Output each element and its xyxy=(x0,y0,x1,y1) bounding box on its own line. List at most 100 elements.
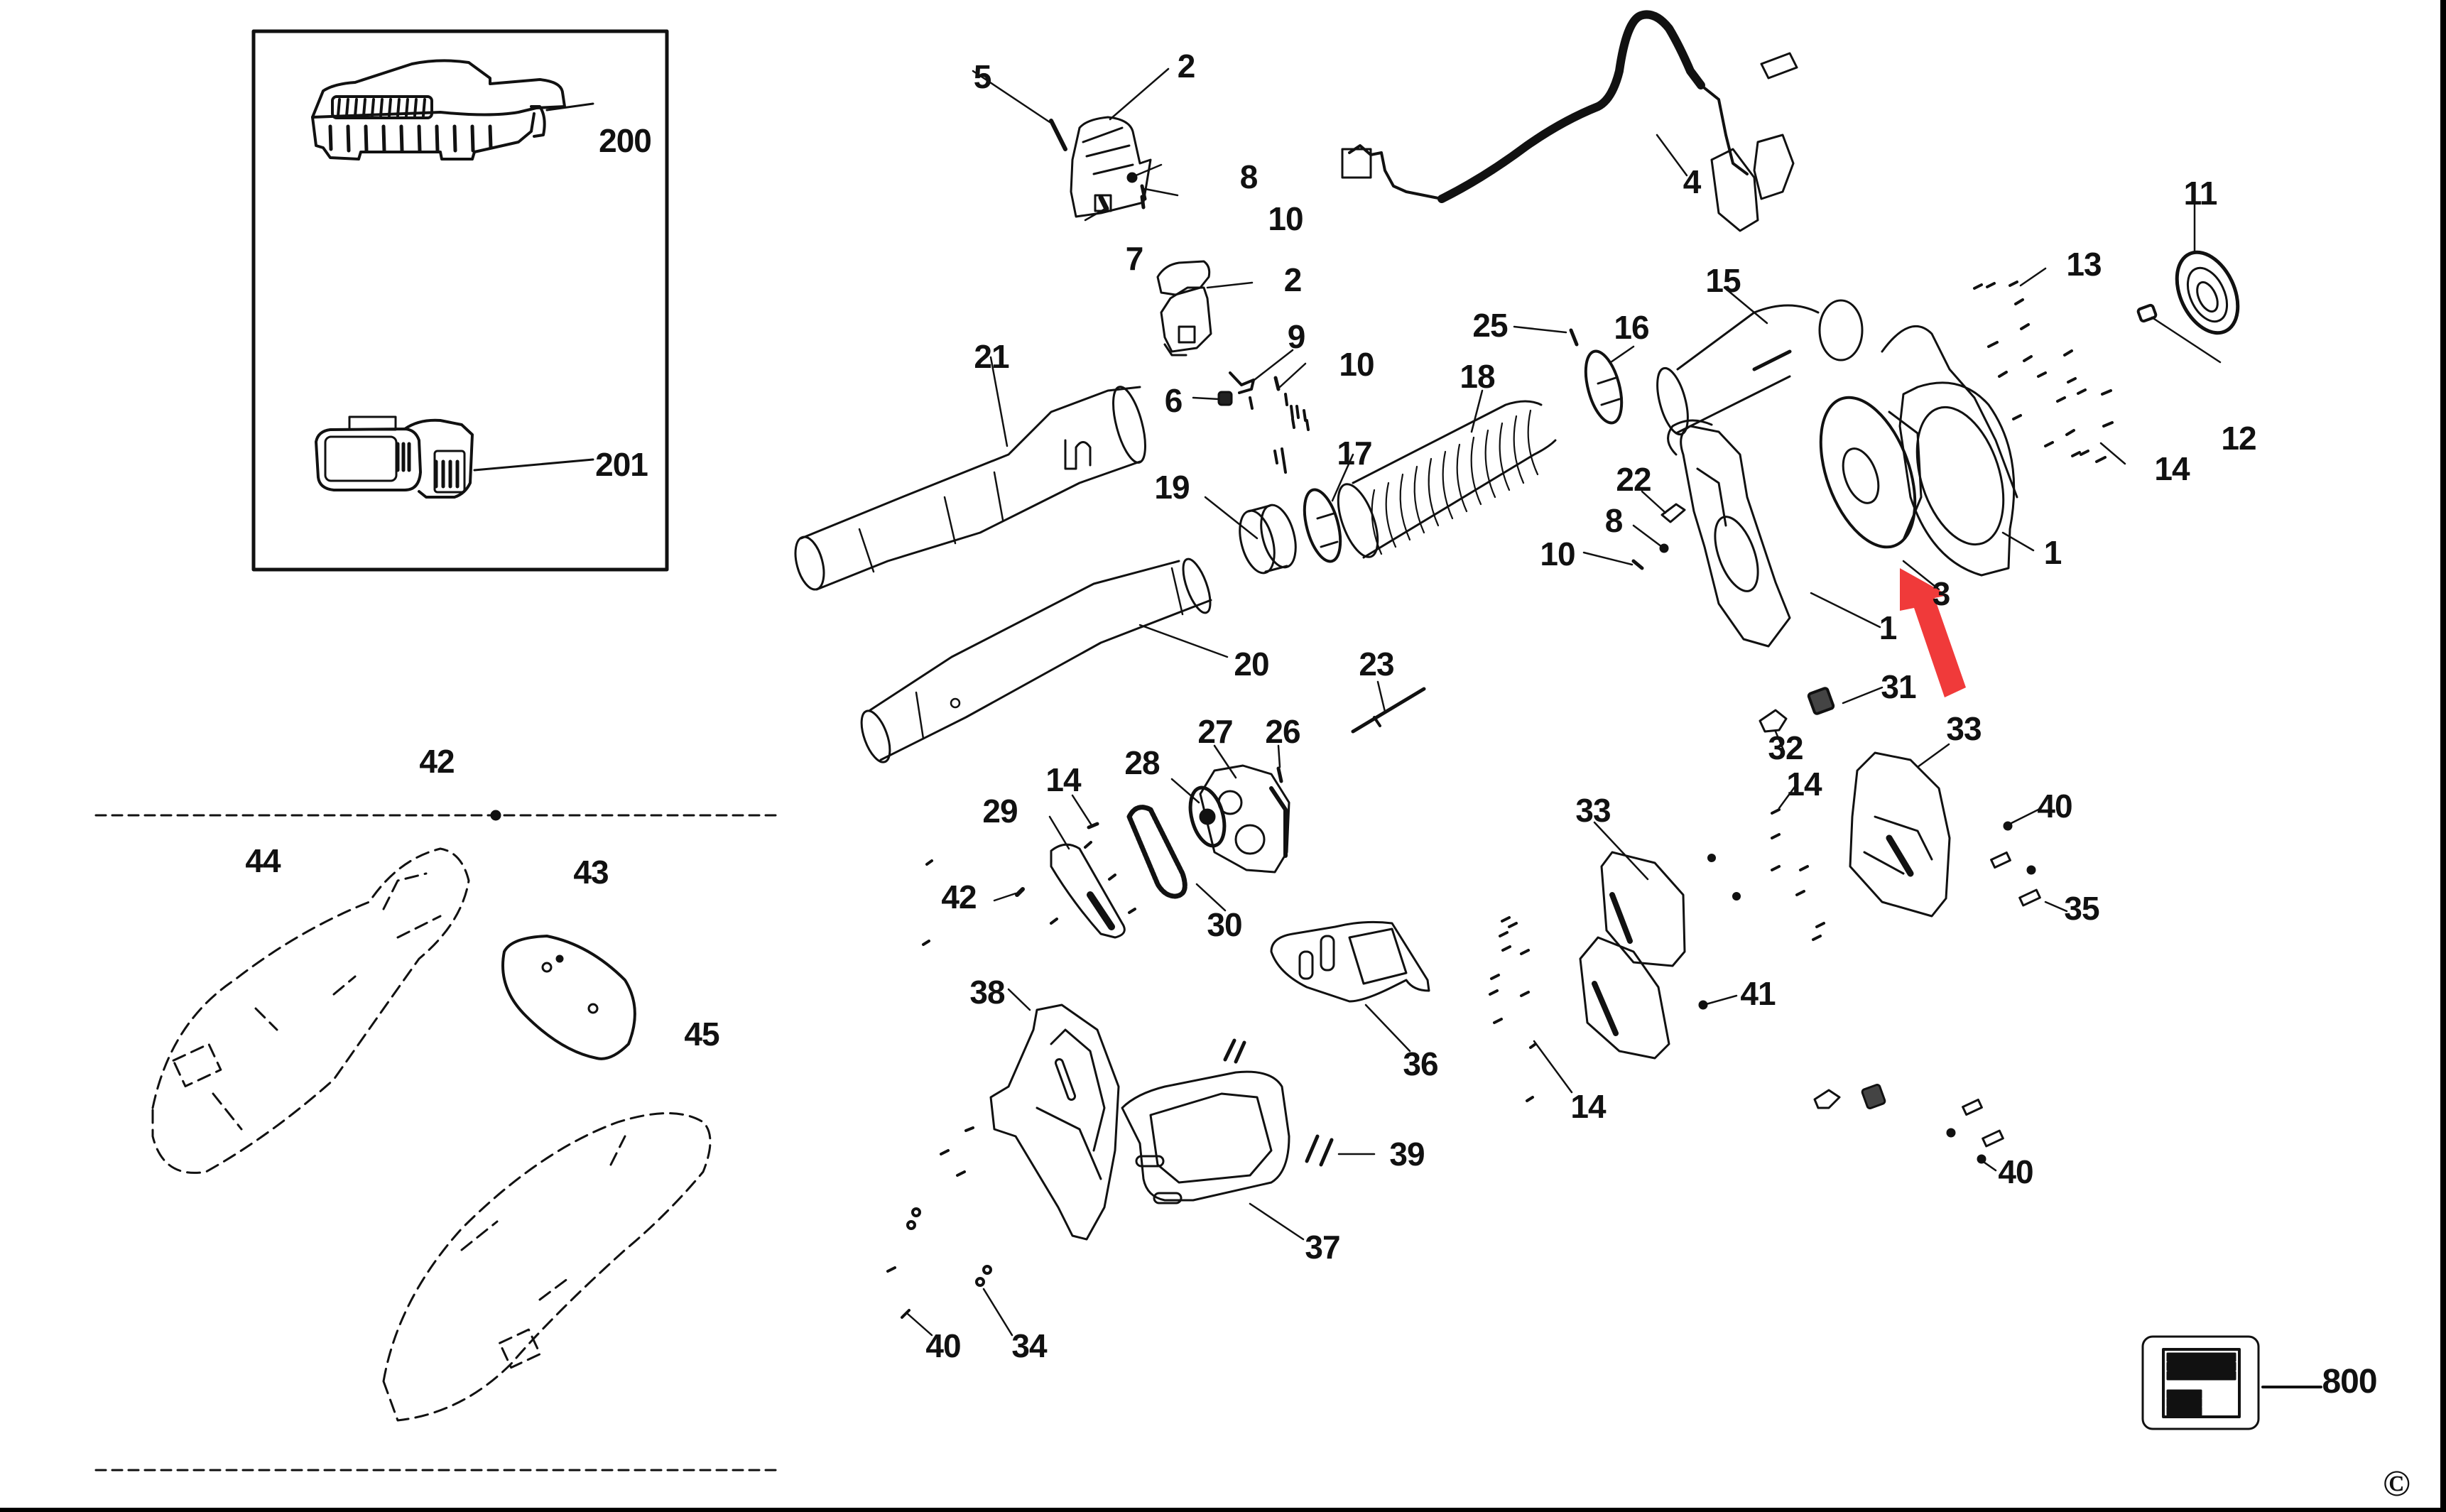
callout-14a[interactable]: 14 xyxy=(2154,450,2190,487)
module-screws xyxy=(1489,808,1825,1102)
callout-38[interactable]: 38 xyxy=(969,974,1005,1011)
leader-line-22 xyxy=(1641,490,1667,514)
shoulder-pad-43 xyxy=(501,935,636,1060)
housing-screws xyxy=(1973,281,2114,463)
leader-line-25 xyxy=(1513,325,1567,334)
part-32 xyxy=(1759,709,1788,733)
callout-32[interactable]: 32 xyxy=(1768,729,1803,766)
flex-hose-18 xyxy=(1337,400,1557,559)
callout-10b[interactable]: 10 xyxy=(1339,346,1374,383)
callout-14b[interactable]: 14 xyxy=(1786,766,1822,803)
callout-36[interactable]: 36 xyxy=(1403,1045,1438,1082)
part-9-switch xyxy=(1229,371,1255,394)
callout-40b[interactable]: 40 xyxy=(1998,1153,2033,1190)
callout-3-highlighted[interactable]: 3 xyxy=(1932,575,1951,612)
callout-33b[interactable]: 33 xyxy=(1946,710,1982,747)
callout-42a[interactable]: 42 xyxy=(941,879,977,915)
leader-line-42a xyxy=(993,892,1017,902)
callout-8a[interactable]: 8 xyxy=(1239,158,1259,195)
callout-40a[interactable]: 40 xyxy=(2037,788,2072,825)
callout-14c[interactable]: 14 xyxy=(1045,761,1081,798)
back-plate-38 xyxy=(989,1004,1120,1241)
callout-12[interactable]: 12 xyxy=(2221,420,2256,457)
leader-line-2a xyxy=(1109,67,1170,121)
callout-18[interactable]: 18 xyxy=(1460,358,1495,395)
harness-section-dividers xyxy=(94,810,783,1472)
leader-line-12 xyxy=(2151,316,2222,364)
callout-23[interactable]: 23 xyxy=(1359,646,1394,682)
callout-25[interactable]: 25 xyxy=(1472,307,1508,344)
impeller xyxy=(1819,396,1923,549)
callout-13[interactable]: 13 xyxy=(2066,246,2102,283)
callout-11[interactable]: 11 xyxy=(2183,175,2218,212)
callout-4[interactable]: 4 xyxy=(1683,163,1702,200)
screw-26 xyxy=(1276,766,1283,783)
leader-line-27 xyxy=(1213,744,1237,779)
coupler-19 xyxy=(1239,504,1297,575)
module-33-right xyxy=(1849,751,1951,918)
page-border-right xyxy=(2440,0,2446,1512)
callout-1b[interactable]: 1 xyxy=(1879,609,1898,646)
extension-tube-20 xyxy=(860,558,1212,763)
callout-28[interactable]: 28 xyxy=(1124,744,1160,781)
leader-line-29 xyxy=(1048,815,1070,850)
callout-14d[interactable]: 14 xyxy=(1570,1088,1606,1125)
leader-line-6 xyxy=(1192,396,1220,401)
part-7-pin xyxy=(1098,195,1109,212)
callout-44[interactable]: 44 xyxy=(245,842,281,879)
callout-27[interactable]: 27 xyxy=(1197,713,1233,750)
callout-9[interactable]: 9 xyxy=(1287,318,1306,355)
callout-15[interactable]: 15 xyxy=(1705,262,1741,299)
callout-22[interactable]: 22 xyxy=(1616,461,1651,498)
callout-39[interactable]: 39 xyxy=(1389,1136,1425,1173)
callout-45[interactable]: 45 xyxy=(684,1016,719,1053)
callout-2a[interactable]: 2 xyxy=(1177,48,1196,85)
callout-20[interactable]: 20 xyxy=(1234,646,1269,682)
handle-half-upper xyxy=(1070,116,1152,218)
callout-6[interactable]: 6 xyxy=(1164,382,1183,419)
callout-42-harness[interactable]: 42 xyxy=(419,743,455,780)
callout-1a[interactable]: 1 xyxy=(2043,534,2062,571)
callout-16[interactable]: 16 xyxy=(1614,309,1649,346)
part-6-knob xyxy=(1217,391,1233,406)
callout-40c[interactable]: 40 xyxy=(925,1327,961,1364)
callout-31[interactable]: 31 xyxy=(1881,668,1916,705)
callout-35[interactable]: 35 xyxy=(2064,890,2099,927)
callout-30[interactable]: 30 xyxy=(1207,906,1242,943)
hip-pad-37 xyxy=(1121,1070,1290,1204)
callout-800[interactable]: 800 xyxy=(2322,1363,2377,1400)
callout-201[interactable]: 201 xyxy=(595,446,648,483)
duct-elbow xyxy=(1656,299,1864,436)
callout-5[interactable]: 5 xyxy=(973,58,992,95)
callout-26[interactable]: 26 xyxy=(1265,713,1300,750)
leader-line-18 xyxy=(1470,389,1484,433)
callout-10a[interactable]: 10 xyxy=(1268,200,1303,237)
lower-switch-parts xyxy=(1813,1084,2004,1164)
leader-line-38 xyxy=(1007,988,1031,1011)
module-33-left xyxy=(1579,851,1686,1060)
wire-harness xyxy=(1341,10,1798,232)
nozzle-tube-21 xyxy=(794,386,1146,591)
callout-37[interactable]: 37 xyxy=(1305,1229,1340,1266)
callout-29[interactable]: 29 xyxy=(982,793,1018,830)
callout-34[interactable]: 34 xyxy=(1011,1327,1047,1364)
callout-43[interactable]: 43 xyxy=(573,854,609,891)
callout-21[interactable]: 21 xyxy=(974,338,1009,375)
leader-line-30 xyxy=(1195,883,1227,912)
leader-line-16 xyxy=(1609,345,1635,364)
nuts-35 xyxy=(1990,851,2041,907)
belt-cover-29 xyxy=(1050,843,1126,939)
part-22-clip xyxy=(1660,503,1686,523)
callout-10c[interactable]: 10 xyxy=(1540,535,1575,572)
callout-33a[interactable]: 33 xyxy=(1575,792,1611,829)
belt-30 xyxy=(1126,805,1187,899)
callout-17[interactable]: 17 xyxy=(1337,435,1372,472)
callout-200[interactable]: 200 xyxy=(599,122,652,159)
callout-41[interactable]: 41 xyxy=(1740,975,1776,1012)
callout-7[interactable]: 7 xyxy=(1125,240,1144,277)
callout-8b[interactable]: 8 xyxy=(1604,502,1624,539)
leader-line-17 xyxy=(1331,453,1354,502)
callout-19[interactable]: 19 xyxy=(1154,469,1190,506)
callout-2b[interactable]: 2 xyxy=(1283,261,1303,298)
